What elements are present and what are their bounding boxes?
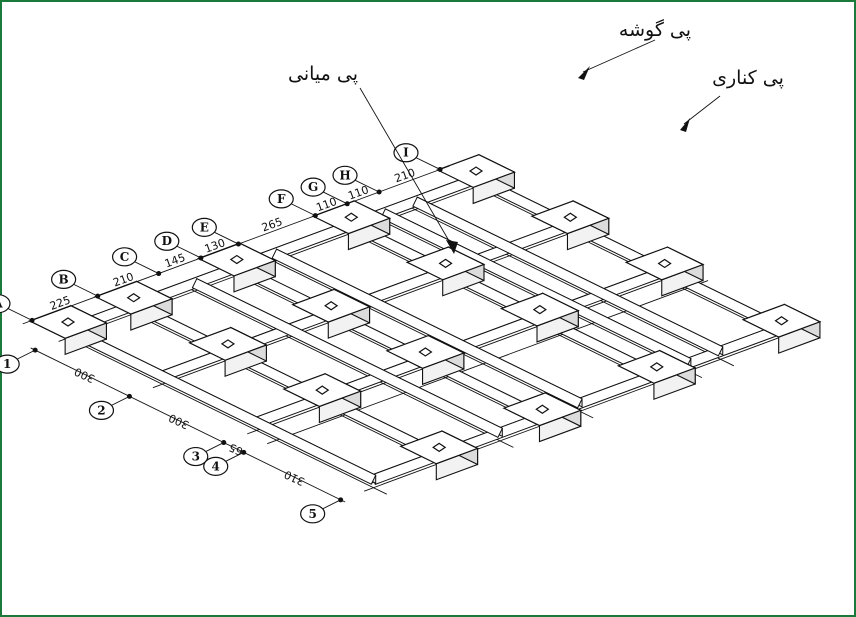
column-square-7: [563, 212, 578, 222]
axis-label-letter-6: G: [308, 180, 318, 194]
dim-text-number-0: 300: [72, 365, 97, 386]
column-square-14: [649, 362, 664, 372]
axis-bubble-letter-4: [191, 217, 217, 237]
dim-text-letter-7: 210: [393, 166, 417, 185]
dim-text-number-3: 310: [282, 468, 307, 489]
axis-label-letter-5: F: [277, 192, 286, 206]
column-square-3: [468, 166, 484, 176]
axis-bubble-letter-2: [111, 247, 138, 267]
dimension-line-numbers: [30, 347, 346, 503]
column-square-1: [229, 254, 244, 265]
label-corner-footing: پی گوشه: [619, 18, 691, 41]
axis-bubble-number-0: [0, 354, 20, 374]
leader-corner: [582, 39, 656, 73]
label-edge-footing: پی کناری: [712, 67, 784, 89]
beam-top-10: [380, 208, 692, 369]
column-square-5: [324, 301, 339, 311]
axis-label-number-2: 3: [192, 450, 200, 464]
label-middle-footing: پی میانی: [288, 63, 358, 85]
leader-middle-arrow: [446, 240, 458, 254]
leader-corner-arrow: [578, 66, 590, 80]
column-square-9: [418, 347, 433, 357]
axis-label-number-3: 4: [212, 459, 220, 473]
grid-line-letter-2: [180, 284, 514, 448]
axis-bubble-number-1: [88, 400, 115, 420]
column-square-10: [532, 304, 547, 315]
column-square-0: [126, 292, 141, 303]
footing-pads: [28, 153, 822, 481]
axis-label-letter-2: C: [120, 250, 130, 264]
axis-bubble-number-3: [203, 456, 229, 476]
grid-line-letter-0: [54, 330, 387, 495]
axis-bubble-letter-7: [332, 165, 358, 185]
beam-top-8: [271, 248, 583, 409]
column-square-2: [344, 212, 359, 222]
axis-label-letter-1: B: [59, 272, 69, 286]
axis-label-number-0: 1: [3, 357, 11, 371]
dimension-lines: A225B210C145D130E265F110G110H210I1300230…: [0, 143, 450, 524]
column-square-13: [535, 404, 550, 414]
axis-bubble-letter-1: [51, 269, 77, 289]
axis-bubble-letter-0: [0, 294, 11, 314]
column-square-11: [657, 258, 672, 269]
dim-tick-letter-0: [29, 317, 35, 323]
dim-text-number-1: 300: [167, 411, 192, 432]
axis-bubble-letter-6: [300, 177, 326, 197]
axis-bubble-number-4: [300, 504, 326, 524]
leader-middle: [359, 87, 453, 247]
column-square-4: [220, 339, 236, 349]
leader-edge: [683, 95, 721, 125]
axis-bubble-letter-5: [268, 189, 294, 209]
axis-label-letter-4: E: [200, 220, 209, 234]
column-square-12: [432, 442, 447, 453]
dim-text-number-2: 65: [227, 440, 245, 458]
beam-top-11: [412, 196, 724, 357]
column-square-16: [60, 317, 76, 327]
dim-text-letter-4: 265: [260, 215, 284, 234]
axis-bubble-number-2: [183, 446, 209, 467]
column-square-8: [315, 385, 330, 395]
dim-text-letter-2: 145: [163, 251, 187, 270]
column-square-6: [438, 258, 453, 269]
leader-edge-arrow: [680, 118, 690, 132]
axis-label-number-1: 2: [97, 403, 105, 417]
axis-label-number-4: 5: [308, 507, 316, 521]
axis-label-letter-3: D: [162, 234, 172, 248]
grid-line-letter-7: [401, 202, 735, 367]
column-square-15: [774, 316, 789, 326]
label-leaders: [359, 39, 721, 254]
axis-label-letter-7: H: [339, 168, 350, 182]
axis-label-letter-8: I: [403, 146, 409, 160]
beam-top-6: [191, 277, 503, 439]
axis-label-letter-0: A: [0, 297, 3, 311]
axis-bubble-letter-3: [154, 231, 180, 251]
